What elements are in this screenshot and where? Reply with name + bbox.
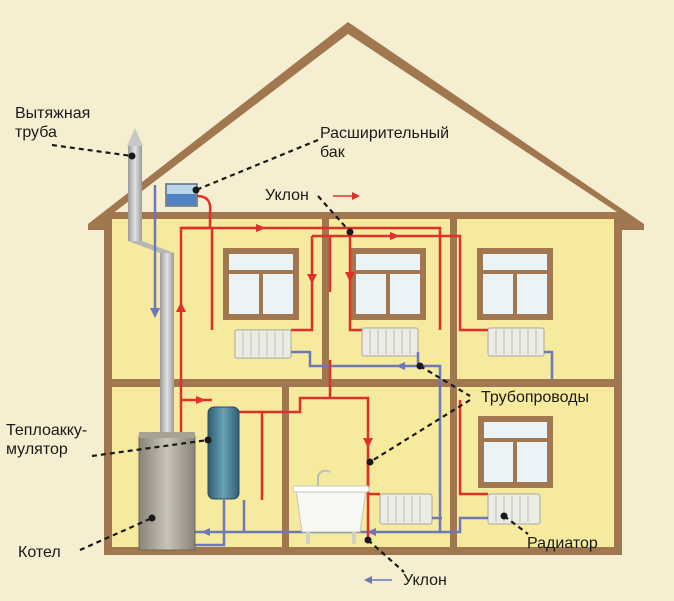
boiler-label: Котел xyxy=(18,544,61,561)
expansion-tank-label-line1: Расширительный xyxy=(320,125,450,142)
expansion-tank-label-line2: бак xyxy=(320,144,345,161)
heat-accumulator-label-line2: мулятор xyxy=(6,441,68,458)
supply-pipes xyxy=(179,194,488,540)
leader-dots xyxy=(128,152,508,544)
pipelines-label: Трубопроводы xyxy=(481,389,589,406)
radiator xyxy=(379,493,433,525)
window xyxy=(350,248,426,320)
exhaust-pipe-label-line2: труба xyxy=(15,124,57,141)
radiator xyxy=(487,327,545,357)
bathtub xyxy=(292,469,370,544)
window xyxy=(223,248,299,320)
boiler xyxy=(138,432,196,551)
roof xyxy=(88,22,644,230)
leader-lines xyxy=(51,138,529,573)
heat-accumulator-label: Теплоакку- мулятор xyxy=(6,421,87,459)
exhaust-pipe xyxy=(127,128,174,438)
exhaust-pipe-label-line1: Вытяжная xyxy=(15,105,91,122)
radiator-label: Радиатор xyxy=(527,535,598,552)
heat-accumulator-label-line1: Теплоакку- xyxy=(6,422,88,439)
windows xyxy=(223,248,553,488)
return-flow-arrows xyxy=(150,308,405,536)
slope-bottom-label: Уклон xyxy=(403,572,447,589)
slope-arrow-bottom xyxy=(364,576,392,584)
expansion-tank-label: Расширительный бак xyxy=(320,124,449,162)
slope-top-label: Уклон xyxy=(265,187,309,204)
radiator xyxy=(234,329,292,359)
exhaust-pipe-label: Вытяжная труба xyxy=(15,104,90,142)
window xyxy=(478,416,553,488)
expansion-tank xyxy=(165,183,198,207)
radiator xyxy=(361,327,419,357)
slope-arrow-top xyxy=(333,192,360,200)
supply-flow-arrows xyxy=(176,224,400,448)
heat-accumulator xyxy=(207,406,240,500)
window xyxy=(477,248,553,320)
